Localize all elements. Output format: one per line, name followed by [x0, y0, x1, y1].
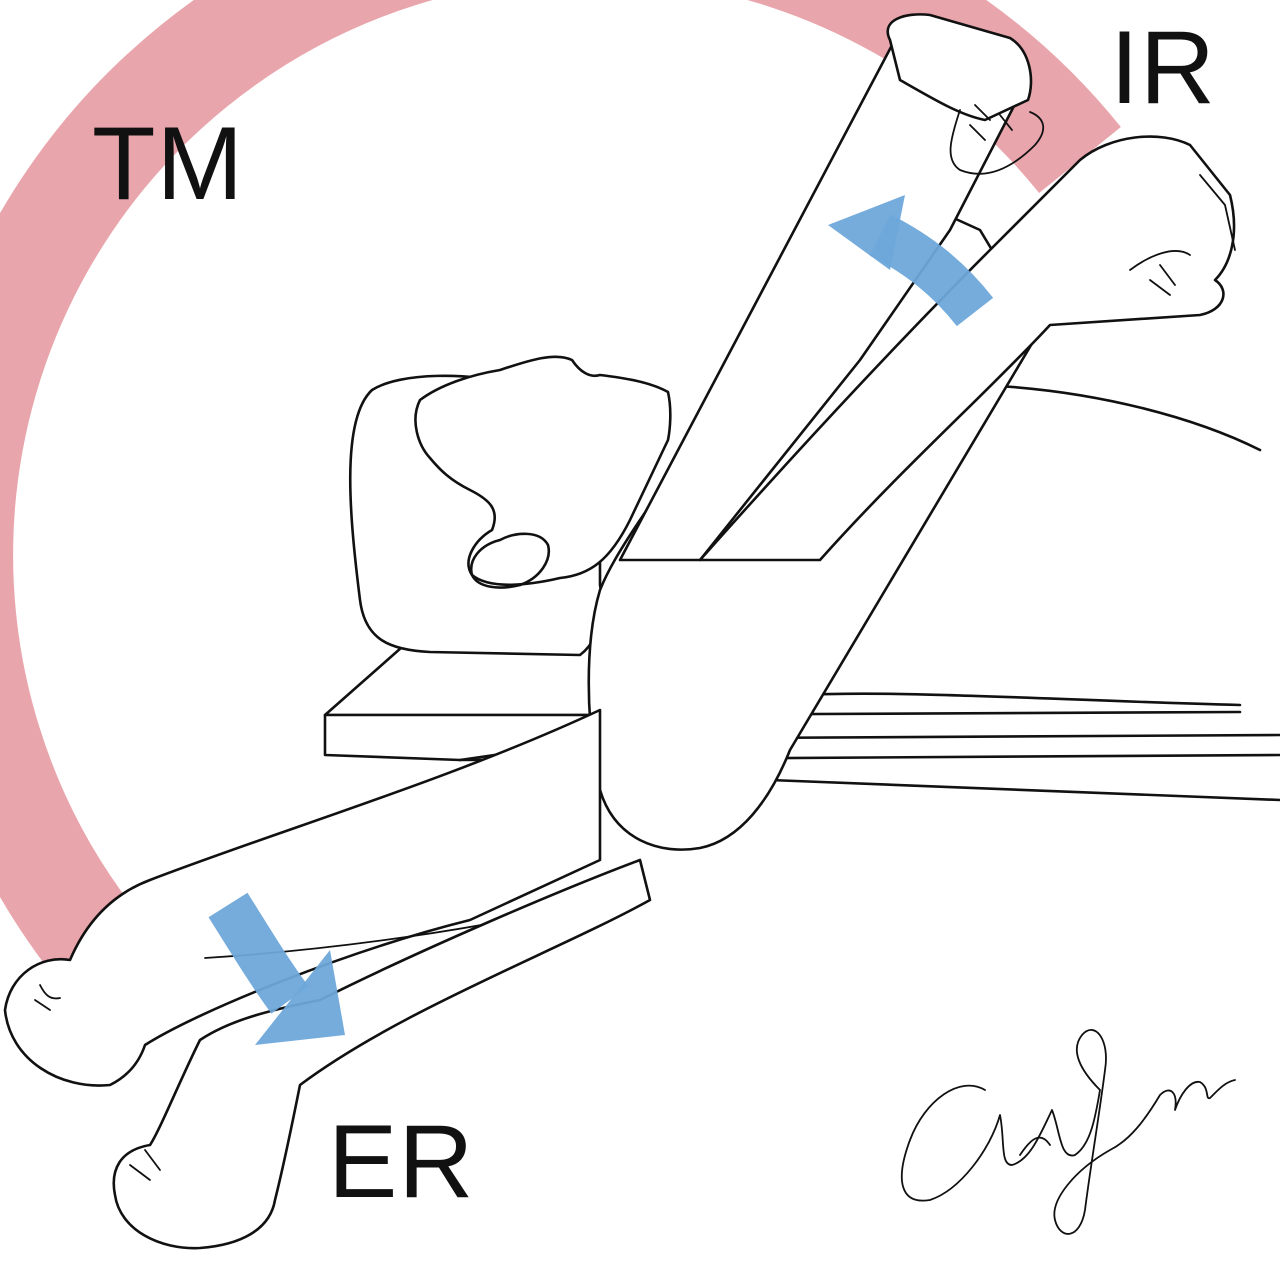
patient-torso: [798, 383, 1262, 707]
forearm-internal-rotation: [698, 135, 1236, 562]
internal-rotation-label: IR: [1110, 10, 1216, 126]
patient-head: [414, 355, 672, 587]
artist-signature: [901, 1029, 1236, 1235]
patient-ear: [469, 532, 551, 589]
total-motion-label: TM: [92, 106, 245, 222]
external-rotation-label: ER: [328, 1104, 475, 1220]
total-motion-arc: [0, 0, 1121, 983]
external-rotation-arrow: [208, 892, 345, 1045]
internal-rotation-arrow: [828, 195, 994, 327]
